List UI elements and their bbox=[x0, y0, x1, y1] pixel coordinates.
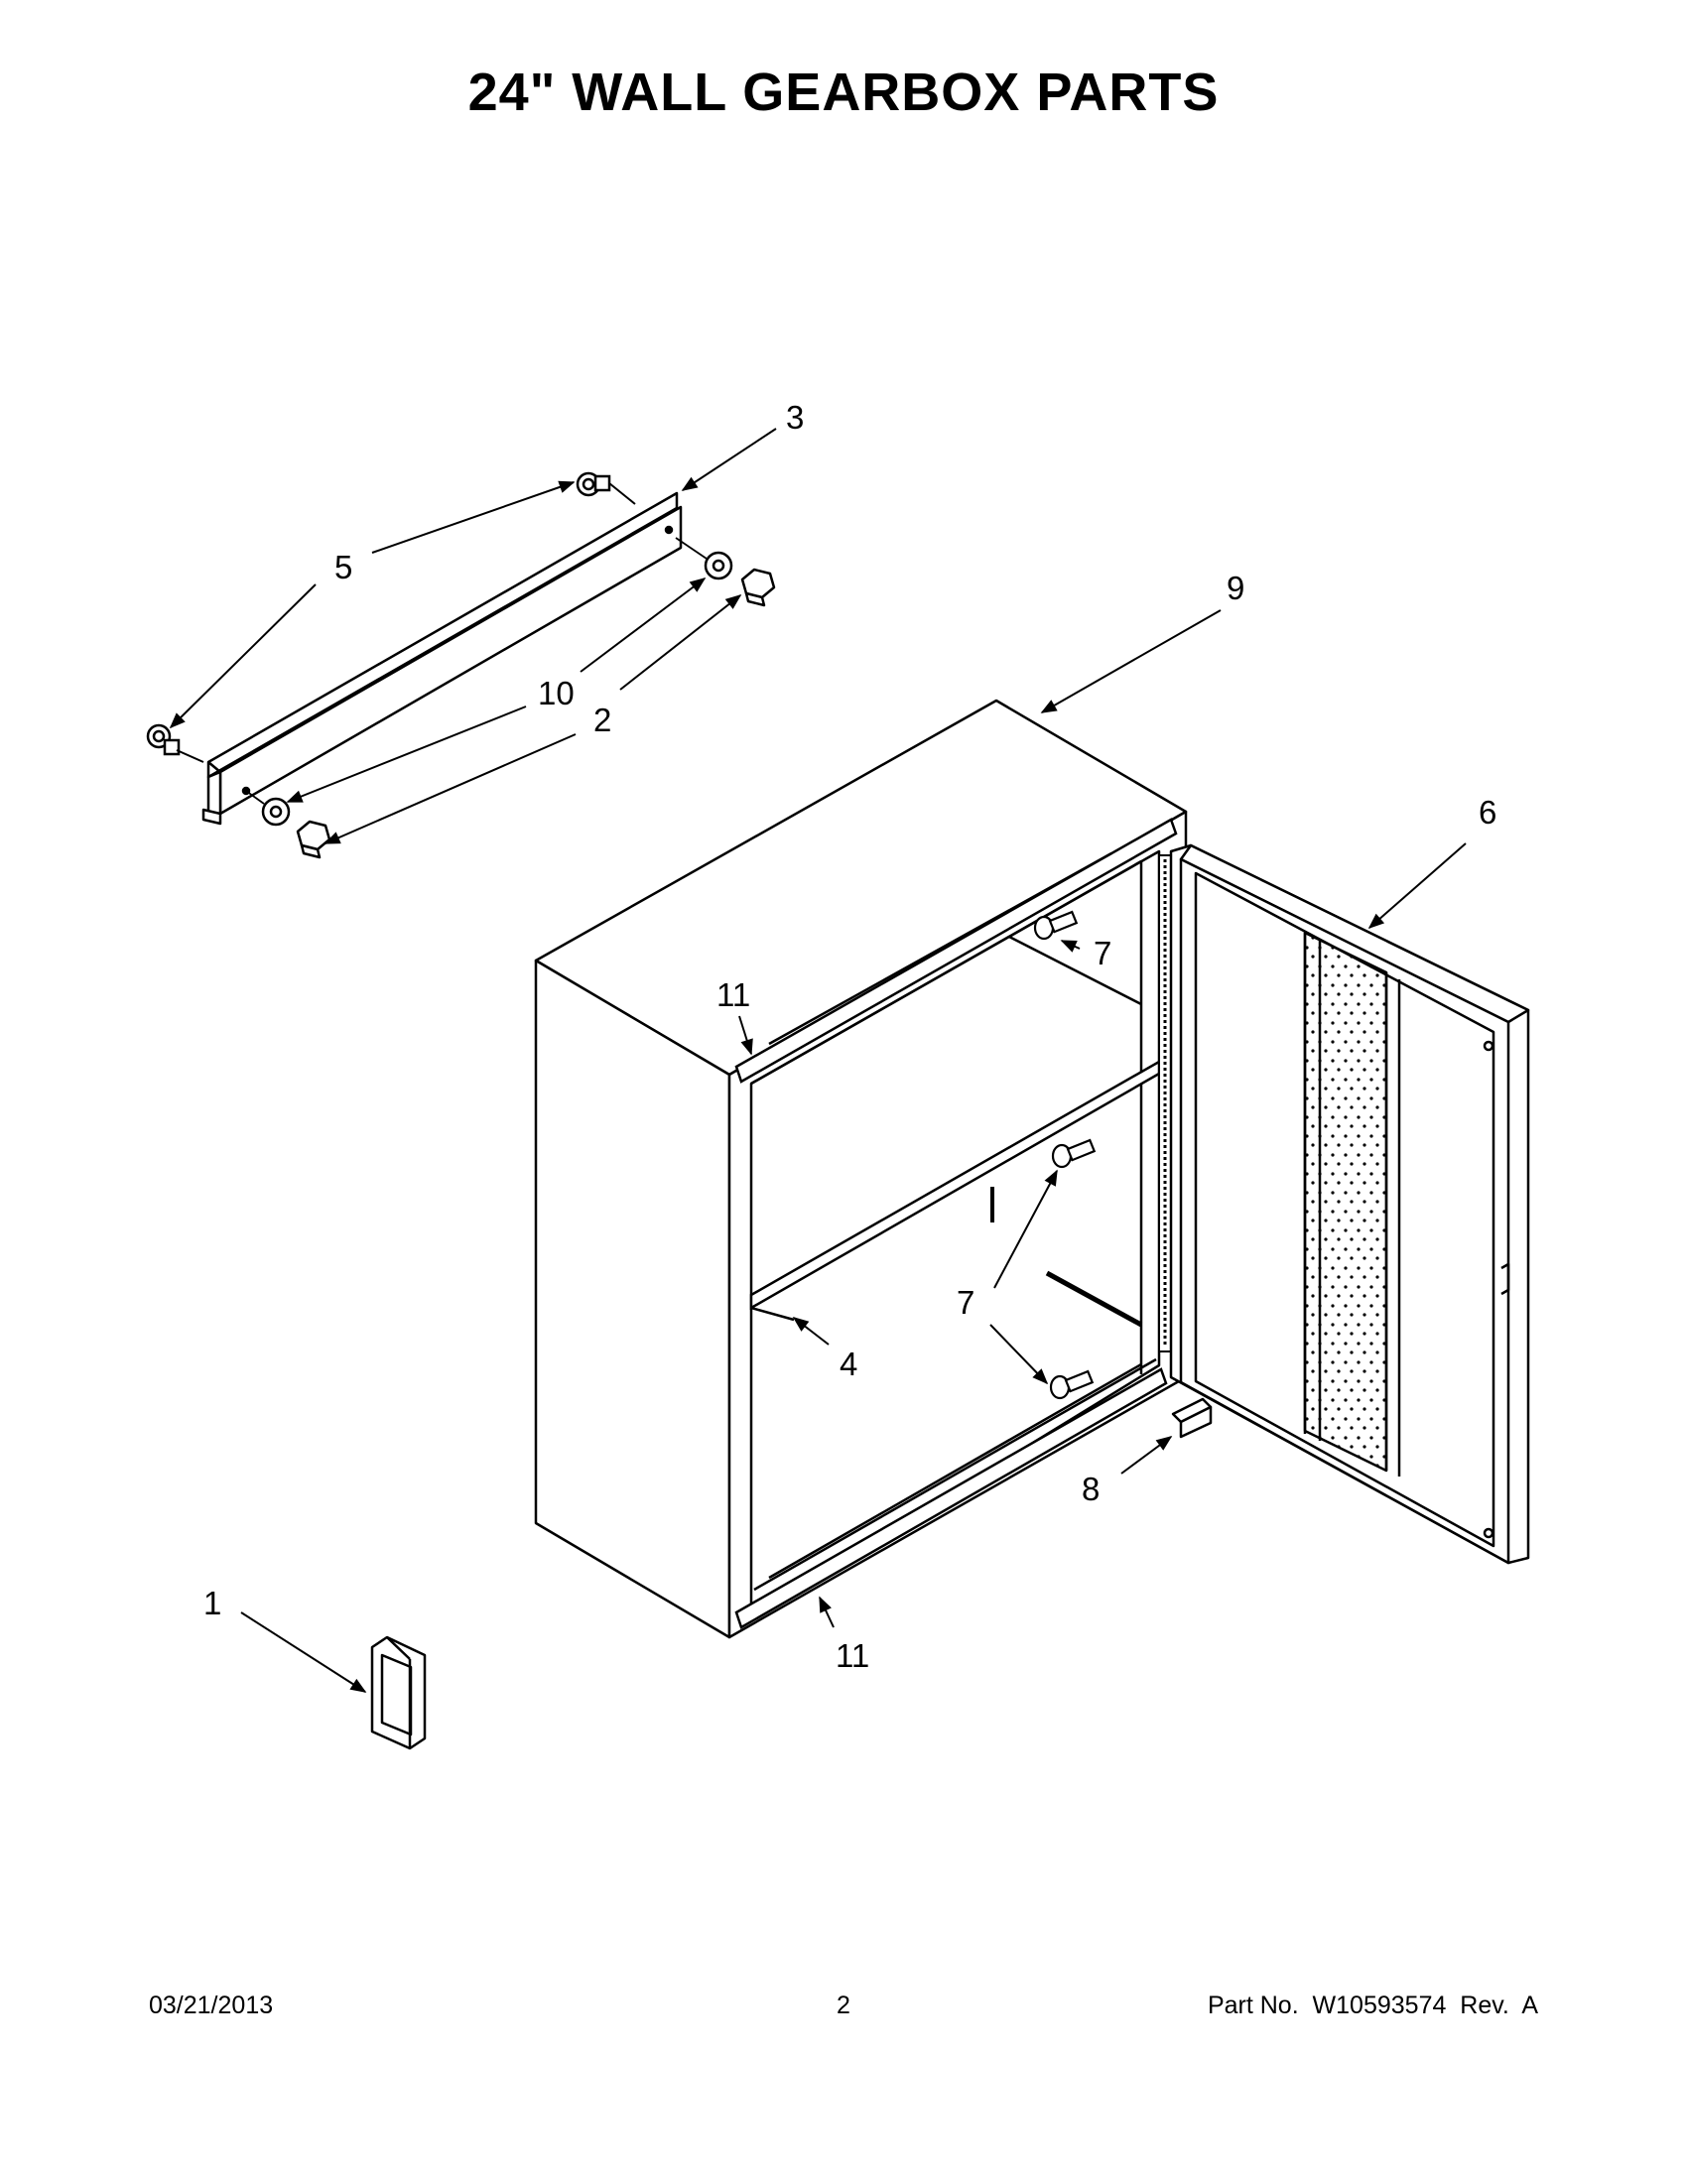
door-part-6 bbox=[1169, 843, 1530, 1565]
callout-11-top: 11 bbox=[716, 976, 750, 1013]
trim-strip-part-11-lower bbox=[734, 1357, 1168, 1629]
washer-part-10-upper bbox=[704, 551, 733, 580]
callout-5: 5 bbox=[334, 549, 352, 585]
callout-1: 1 bbox=[203, 1585, 221, 1621]
footer-page-number: 2 bbox=[837, 1991, 850, 2019]
pull-handle-part-1 bbox=[370, 1635, 427, 1750]
nut-part-2-lower bbox=[296, 820, 331, 859]
trim-strip-part-11-upper bbox=[734, 818, 1178, 1084]
leader-lines bbox=[169, 428, 1467, 1693]
washer-part-10-lower bbox=[261, 797, 291, 827]
hinge bbox=[1158, 854, 1172, 1352]
nut-part-2-upper bbox=[740, 568, 776, 607]
callout-4: 4 bbox=[840, 1346, 857, 1382]
callout-7-top: 7 bbox=[1094, 935, 1111, 971]
callout-10: 10 bbox=[538, 675, 575, 711]
shelf-part-4 bbox=[749, 1059, 1161, 1328]
callout-3: 3 bbox=[786, 399, 804, 436]
page-title: 24" WALL GEARBOX PARTS bbox=[467, 63, 1220, 122]
callout-6: 6 bbox=[1479, 794, 1496, 831]
footer-part-number: Part No. W10593574 Rev. A bbox=[1207, 1991, 1538, 2019]
bolt-part-5-upper bbox=[576, 471, 611, 497]
screw-part-7-bottom bbox=[1049, 1369, 1095, 1400]
mounting-rail bbox=[201, 491, 683, 826]
screw-part-7-middle bbox=[1051, 1138, 1097, 1169]
callout-7-middle: 7 bbox=[957, 1284, 974, 1321]
callout-9: 9 bbox=[1227, 570, 1244, 606]
footer-date: 03/21/2013 bbox=[149, 1991, 274, 2019]
screw-part-7-top bbox=[1033, 910, 1079, 941]
callout-8: 8 bbox=[1082, 1471, 1100, 1507]
latch-pad-part-8 bbox=[1171, 1397, 1213, 1439]
bolt-part-5-lower bbox=[146, 723, 181, 756]
callout-11-bottom: 11 bbox=[836, 1637, 869, 1674]
callout-2: 2 bbox=[593, 702, 611, 738]
